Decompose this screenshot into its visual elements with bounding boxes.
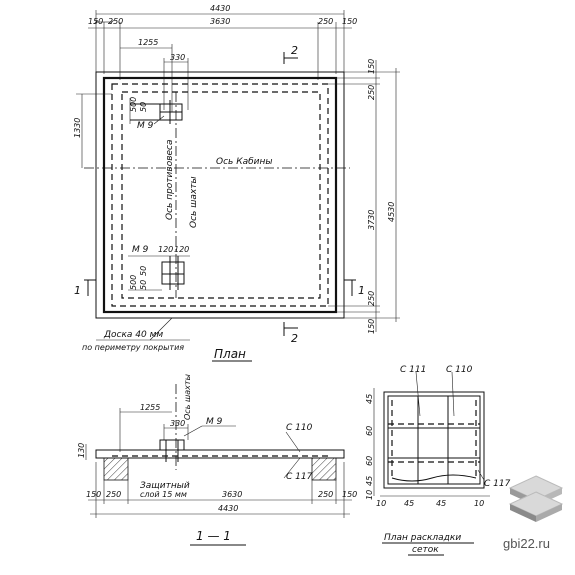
board-note-line2: по периметру покрытия — [82, 343, 184, 352]
section-m9-label: М 9 — [206, 417, 223, 427]
section-dim-130: 130 — [77, 443, 86, 458]
right-dim-250-top: 250 — [367, 85, 376, 100]
section-c110-label: С 110 — [286, 423, 313, 433]
right-dim-150-bottom: 150 — [367, 319, 376, 334]
mesh-title-line2: сеток — [412, 545, 439, 555]
mesh-dim-45-a: 45 — [404, 499, 414, 508]
section-dim-edge-right: 150 — [342, 490, 357, 499]
slab-board-perimeter — [102, 76, 338, 314]
slab-outer-edge — [95, 71, 345, 319]
dim-50-upper: 50 — [139, 102, 148, 112]
counterweight-axis-label: Ось противовеса — [165, 139, 175, 220]
section-bottom-dimensions: 150 250 3630 250 150 4430 — [86, 462, 357, 518]
right-dim-250-bottom: 250 — [367, 291, 376, 306]
section-slab — [95, 449, 345, 459]
section-2-label-top: 2 — [291, 44, 298, 57]
plan-dim-border-left: 250 — [108, 17, 123, 26]
section-title: 1 — 1 — [196, 529, 231, 543]
plan-dim-border-right: 250 — [318, 17, 333, 26]
mesh-dim-60-a: 60 — [365, 426, 374, 436]
plan-dim-edge-left: 150 — [88, 17, 103, 26]
section-1-label-right: 1 — [358, 284, 365, 297]
dim-120-b: 120 — [174, 245, 189, 254]
section-dim-inner: 3630 — [222, 490, 242, 499]
mesh-title-line1: План раскладки — [384, 533, 461, 543]
plan-dim-1255: 1255 — [138, 38, 158, 47]
section-dim-border-left: 250 — [106, 490, 121, 499]
plan-dim-inner: 3630 — [210, 17, 230, 26]
plan-dim-edge-right: 150 — [342, 17, 357, 26]
section-view: 1255 330 М 9 Ось шахты С 110 С 117 130 З… — [77, 374, 357, 546]
section-shaft-axis-label: Ось шахты — [183, 374, 192, 420]
plan-view: 4430 150 250 3630 250 150 1255 330 2 2 — [73, 4, 400, 362]
stacked-slabs-logo-icon — [508, 475, 564, 522]
board-note-line1: Доска 40 мм — [103, 330, 163, 340]
mesh-dim-45-b: 45 — [436, 499, 446, 508]
section-mark-1-left: 1 — [74, 279, 96, 297]
plan-top-dimensions: 4430 150 250 3630 250 150 1255 330 — [88, 4, 357, 112]
mesh-dim-10-a: 10 — [376, 499, 386, 508]
dim-120-a: 120 — [158, 245, 173, 254]
m9-upper-label: М 9 — [137, 121, 154, 131]
mesh-c110-label: С 110 — [446, 365, 473, 375]
protect-layer-line2: слой 15 мм — [140, 490, 187, 499]
mesh-dim-10-left: 10 — [365, 490, 374, 500]
section-support-right — [311, 457, 337, 481]
mesh-dim-10-b: 10 — [474, 499, 484, 508]
plan-title: План — [214, 347, 246, 361]
plan-dim-1330: 1330 — [73, 118, 82, 138]
section-mark-2-top: 2 — [283, 44, 298, 64]
dim-500-upper: 500 — [129, 97, 138, 112]
plan-right-dimensions: 150 250 3730 4530 250 150 — [328, 59, 400, 334]
section-support-left — [103, 457, 129, 481]
mesh-c117-label: С 117 — [484, 479, 511, 489]
dim-50-lower-b: 50 — [139, 280, 148, 290]
right-dim-3730: 3730 — [367, 210, 376, 230]
mesh-dim-60-b: 60 — [365, 456, 374, 466]
section-dim-border-right: 250 — [318, 490, 333, 499]
mesh-dim-45-top: 45 — [365, 394, 374, 404]
protect-layer-line1: Защитный — [140, 481, 190, 491]
site-label: gbi22.ru — [503, 536, 550, 551]
section-1-label-left: 1 — [74, 284, 81, 297]
mesh-frame-outer — [383, 391, 485, 489]
section-c117-label: С 117 — [286, 472, 313, 482]
dim-500-lower: 500 — [129, 275, 138, 290]
plan-dim-total: 4430 — [210, 4, 230, 13]
reinforcement-inner-dashed — [121, 91, 321, 299]
shaft-axis-label: Ось шахты — [189, 176, 199, 228]
m9-lower-label: М 9 — [132, 245, 149, 255]
section-mark-2-bottom: 2 — [283, 322, 298, 345]
section-2-label-bottom: 2 — [291, 332, 298, 345]
section-dim-edge-left: 150 — [86, 490, 101, 499]
section-dim-1255: 1255 — [140, 403, 160, 412]
mesh-frame-inner — [387, 395, 481, 485]
right-dim-4530: 4530 — [387, 202, 396, 222]
section-dim-330: 330 — [170, 419, 185, 428]
section-mark-1-right: 1 — [344, 279, 365, 297]
plan-dim-330: 330 — [170, 53, 185, 62]
cabin-axis-label: Ось Кабины — [216, 157, 273, 167]
dim-50-lower-a: 50 — [139, 266, 148, 276]
embedded-part-m9-lower: М 9 120 120 500 50 50 — [128, 245, 190, 291]
right-dim-150-top: 150 — [367, 59, 376, 74]
mesh-layout: С 111 С 110 С 117 45 60 60 45 10 10 45 4… — [365, 365, 511, 556]
mesh-c111-label: С 111 — [400, 365, 426, 375]
embedded-part-m9-upper: 500 50 М 9 — [129, 97, 183, 131]
section-embedded-part — [159, 439, 185, 451]
section-dim-total: 4430 — [218, 504, 238, 513]
mesh-dim-45-bottom: 45 — [365, 476, 374, 486]
reinforcement-outer-dashed — [111, 83, 329, 307]
